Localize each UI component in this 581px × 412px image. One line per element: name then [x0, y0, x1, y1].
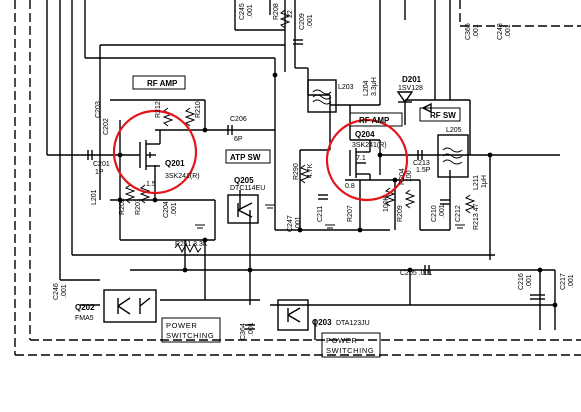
- r207-label: R207: [347, 205, 354, 222]
- c364-label: C364: [240, 323, 247, 340]
- d201-ref: D201: [402, 75, 422, 84]
- q202-switch: [103, 289, 157, 323]
- c364-value: .001: [248, 322, 255, 336]
- q201-transistor-symbol: [139, 130, 161, 170]
- q204-ref: Q204: [355, 130, 375, 139]
- c365-value: .001: [473, 24, 480, 38]
- q204-part: 3SK241(R): [352, 142, 387, 149]
- q205-ref: Q205: [234, 176, 254, 185]
- rf-sw-label: RF SW: [430, 111, 456, 120]
- q203-ref: Q203: [312, 318, 332, 327]
- power-switching-1-line1: POWER: [166, 321, 197, 330]
- c213-label: C213: [413, 160, 430, 167]
- c209-label: C209: [299, 13, 306, 30]
- power-switching-2-line2: SWITCHING: [326, 346, 374, 355]
- r290-label: R290: [293, 163, 300, 180]
- c205-label: C205 .001: [400, 270, 432, 277]
- r208-value: 22: [287, 10, 294, 18]
- c217-value: .001: [568, 274, 575, 288]
- resistors: [124, 9, 476, 254]
- board-outline: [14, 0, 581, 356]
- c247-label: C247: [287, 215, 294, 232]
- capacitors: [87, 39, 545, 330]
- atp-sw-label: ATP SW: [230, 153, 261, 162]
- r210-label: R210: [195, 101, 202, 118]
- q203-part: DTA123JU: [336, 320, 370, 327]
- q201-part: 3SK241(R): [165, 173, 200, 180]
- rf-amp-label-1: RF AMP: [147, 79, 178, 88]
- c206-label: C206: [230, 116, 247, 123]
- l204-label: L204: [363, 80, 370, 96]
- c212-label: C212: [455, 205, 462, 222]
- r201-label: R201: [135, 198, 142, 215]
- q204-transistor-symbol: [349, 140, 371, 180]
- q201-highlight-circle: [112, 109, 198, 195]
- r209-value: 100K: [383, 195, 390, 212]
- r213-label: R213 47: [473, 203, 480, 230]
- d201-diode: [396, 91, 432, 114]
- voltage-1-5: 1.5: [146, 181, 156, 188]
- c248-value: .001: [505, 24, 512, 38]
- c204-value: .001: [171, 202, 178, 216]
- c203-label: C203: [95, 101, 102, 118]
- c245-value: .001: [247, 4, 254, 18]
- filter-l205: [437, 134, 469, 178]
- wiring: [46, 0, 560, 340]
- c247-value: .001: [295, 216, 302, 230]
- q205-part: DTC114EU: [230, 185, 265, 192]
- block-labels: [132, 75, 461, 358]
- c217-label: C217: [560, 273, 567, 290]
- c216-value: .001: [526, 274, 533, 288]
- filter-l203: [307, 79, 337, 113]
- l203-ref: L203: [338, 84, 354, 91]
- r204-value: 100: [406, 170, 413, 182]
- q202-part: FMA5: [75, 315, 94, 322]
- q203-switch: [277, 299, 309, 331]
- q202-ref: Q202: [75, 303, 95, 312]
- c204-label: C204: [163, 201, 170, 218]
- r209-label: R209: [397, 205, 404, 222]
- c245-label: C245: [239, 3, 246, 20]
- l205-ref: L205: [446, 127, 462, 134]
- c209-value: .001: [307, 14, 314, 28]
- c210-label: C210: [431, 205, 438, 222]
- voltage-0-8: 0.8: [345, 183, 355, 190]
- c206-value: 6P: [234, 136, 243, 143]
- c211-label: C211: [317, 206, 324, 222]
- c213-value: 1.5P: [416, 167, 431, 174]
- r211-label: R211 3.3K: [175, 241, 208, 248]
- r212-label: R212: [155, 101, 162, 118]
- r202-label: R202: [119, 198, 126, 215]
- voltage-7-1: 7.1: [356, 155, 366, 162]
- c246-label: C246: [53, 283, 60, 300]
- c365-label: C365: [465, 23, 472, 40]
- ground-symbols: [195, 204, 465, 229]
- rf-amp-label-2: RF AMP: [359, 116, 390, 125]
- q204-highlight-circle: [325, 118, 409, 202]
- d201-part: 1SV128: [398, 85, 423, 92]
- power-switching-1-line2: SWITCHING: [166, 331, 214, 340]
- c248-label: C248: [497, 23, 504, 40]
- c201-value: 1P: [95, 169, 104, 176]
- l201-label: L201: [91, 189, 98, 205]
- c216-label: C216: [518, 273, 525, 290]
- l211-value: 1μH: [481, 175, 488, 188]
- junctions: [117, 72, 558, 308]
- r204-label: R204: [399, 168, 406, 185]
- c210-value: .001: [439, 204, 446, 218]
- l211-label: L211: [473, 175, 480, 190]
- text-labels: RF AMP ATP SW RF AMP RF SW POWER SWITCHI…: [53, 3, 575, 355]
- q205-switch: [227, 194, 259, 224]
- c201-label: C201: [93, 161, 110, 168]
- q201-ref: Q201: [165, 159, 185, 168]
- r290-value: 4.7K: [307, 163, 314, 178]
- l204-value: 3.3μH: [371, 77, 378, 96]
- c202-label: C202: [103, 118, 110, 135]
- c246-value: .001: [61, 284, 68, 298]
- r208-label: R208: [273, 3, 280, 20]
- power-switching-2-line1: POWER: [326, 336, 357, 345]
